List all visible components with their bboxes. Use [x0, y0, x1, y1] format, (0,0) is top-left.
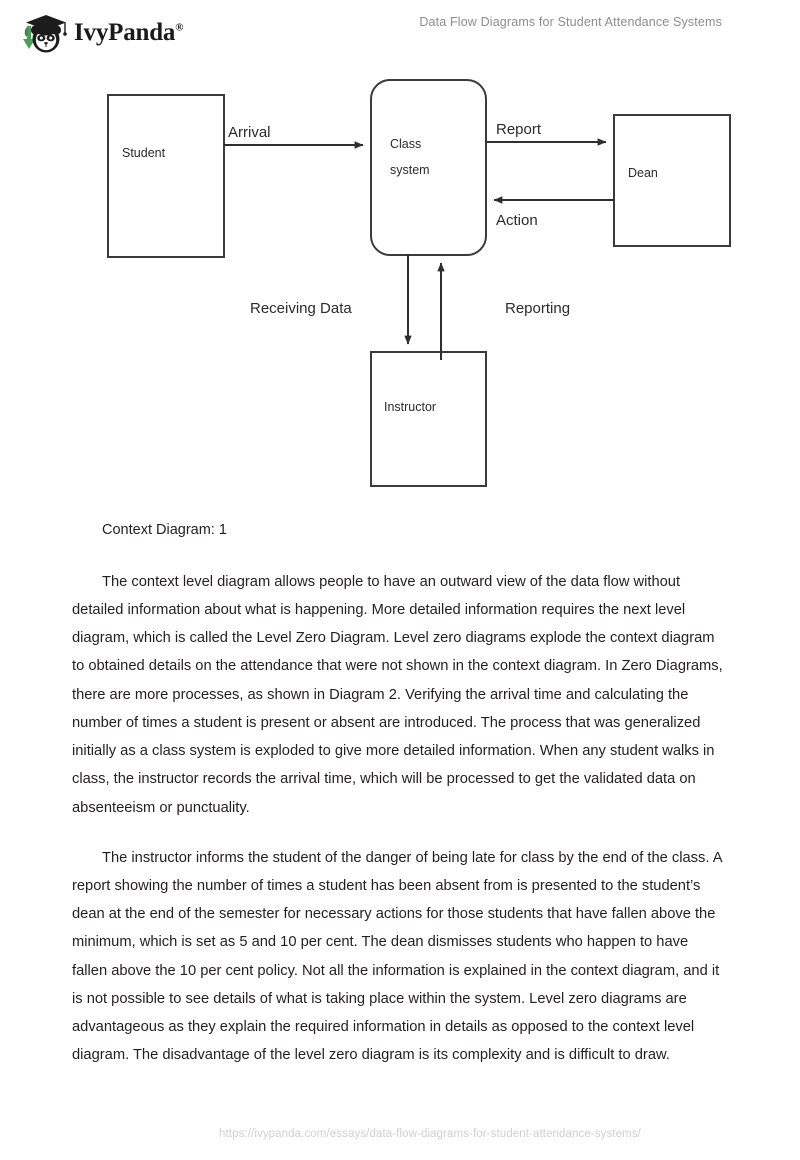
page-footer: https://ivypanda.com/essays/data-flow-di… — [0, 1124, 800, 1142]
panda-graduation-cap-logo — [23, 15, 67, 53]
entity-student: Student — [107, 94, 225, 258]
flow-action-label: Action — [496, 212, 538, 229]
flow-arrival-label: Arrival — [228, 124, 271, 141]
flow-report-label: Report — [496, 121, 542, 138]
entity-instructor-label: Instructor — [384, 400, 436, 414]
entity-dean: Dean — [613, 114, 731, 247]
entity-class-system-label-line2: system — [390, 163, 430, 177]
flow-receiving-data: Receiving Data — [250, 255, 412, 345]
page-header: IvyPanda® Data Flow Diagrams for Student… — [0, 0, 800, 70]
brand-name: IvyPanda® — [74, 19, 184, 46]
body-paragraph-1: The context level diagram allows people … — [72, 573, 723, 816]
diagram-caption: Context Diagram: 1 — [102, 522, 227, 538]
entity-student-label: Student — [122, 146, 166, 160]
entity-dean-label: Dean — [628, 166, 658, 180]
context-diagram-svg: Student Class system Dean Instructor Arr… — [107, 79, 731, 487]
body-paragraph-2: The instructor informs the student of th… — [72, 849, 722, 1064]
article-content: Context Diagram: 1 The context level dia… — [72, 520, 726, 1091]
context-diagram: Student Class system Dean Instructor Arr… — [0, 70, 800, 510]
flow-reporting: Reporting — [437, 262, 570, 360]
entity-class-system-label-line1: Class — [390, 137, 421, 151]
source-url[interactable]: https://ivypanda.com/essays/data-flow-di… — [219, 1128, 641, 1140]
flow-arrival: Arrival — [224, 124, 364, 149]
document-title: Data Flow Diagrams for Student Attendanc… — [419, 15, 722, 29]
entity-class-system: Class system — [370, 79, 487, 256]
registered-mark: ® — [175, 21, 184, 34]
flow-report: Report — [486, 121, 607, 146]
brand-logo-link[interactable]: IvyPanda® — [18, 8, 183, 58]
flow-receiving-data-label: Receiving Data — [250, 300, 352, 317]
entity-instructor: Instructor — [370, 351, 487, 487]
flow-reporting-label: Reporting — [505, 300, 570, 317]
flow-action: Action — [493, 196, 614, 229]
